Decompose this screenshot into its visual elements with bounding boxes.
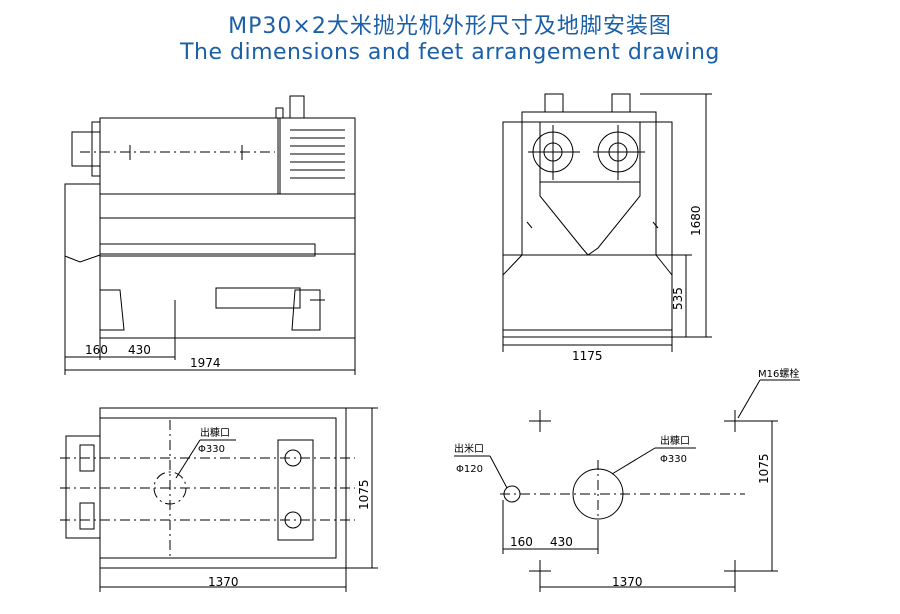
rice-outlet-dia: Φ120 — [456, 464, 483, 475]
rice-outlet-label: 出米口 — [454, 442, 484, 455]
top-dim-1370: 1370 — [208, 575, 239, 589]
top-outlet-dia: Φ330 — [198, 444, 225, 455]
front-dim-430: 430 — [128, 343, 151, 357]
top-dim-1075: 1075 — [357, 479, 371, 510]
top-outlet-label: 出糠口 — [200, 426, 230, 439]
side-dim-1680: 1680 — [689, 205, 703, 236]
top-view: 出糠口 Φ330 1370 1075 — [60, 407, 378, 592]
side-dim-1175: 1175 — [572, 349, 603, 363]
found-dim-1370: 1370 — [612, 575, 643, 589]
bran-outlet-dia: Φ330 — [660, 454, 687, 465]
bran-outlet-label: 出糠口 — [660, 434, 690, 447]
foundation-plan: 出米口 Φ120 出糠口 Φ330 M16螺栓 160 430 1370 107… — [454, 367, 800, 592]
found-dim-430: 430 — [550, 535, 573, 549]
found-dim-160: 160 — [510, 535, 533, 549]
front-dim-160: 160 — [85, 343, 108, 357]
front-view: 160 430 1974 — [64, 95, 356, 375]
side-view: 1175 1680 535 — [502, 93, 712, 363]
front-dim-1974: 1974 — [190, 356, 221, 370]
title-chinese: MP30×2大米抛光机外形尺寸及地脚安装图 — [228, 14, 672, 39]
side-dim-535: 535 — [671, 287, 685, 310]
found-dim-1075: 1075 — [757, 453, 771, 484]
title-english: The dimensions and feet arrangement draw… — [180, 40, 720, 65]
bolt-label: M16螺栓 — [758, 367, 799, 380]
vent-grille — [290, 129, 345, 179]
